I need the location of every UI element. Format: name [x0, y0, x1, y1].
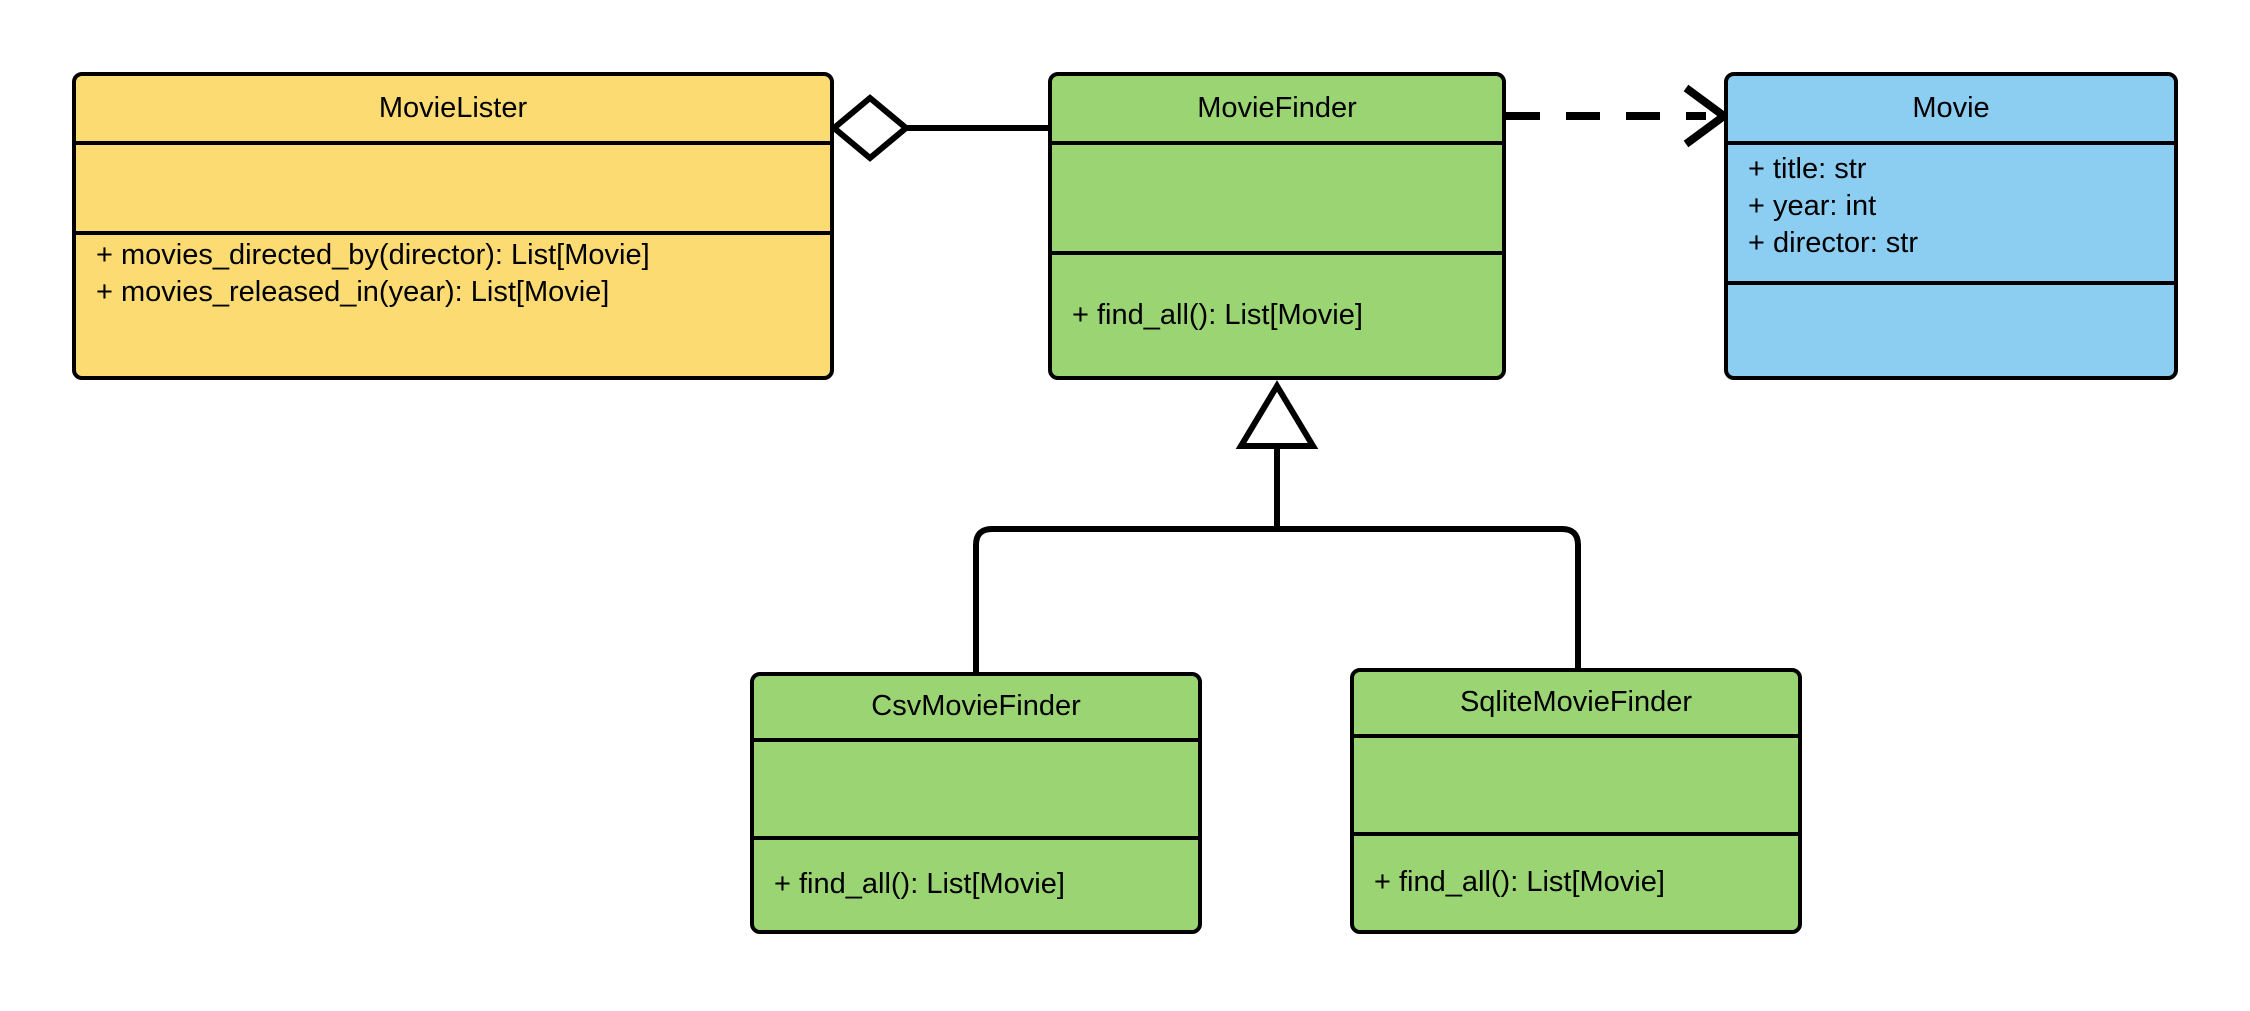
class-name-compartment: SqliteMovieFinder — [1354, 672, 1798, 734]
class-attributes-compartment — [76, 141, 830, 231]
class-title: SqliteMovieFinder — [1459, 686, 1693, 719]
open-arrow-icon — [1683, 84, 1731, 148]
class-box-sqlite-movie-finder[interactable]: SqliteMovieFinder + find_all(): List[Mov… — [1350, 668, 1802, 934]
class-methods-compartment: + find_all(): List[Movie] — [754, 836, 1198, 930]
attribute-item: + director: str — [1748, 227, 1919, 260]
class-title: CsvMovieFinder — [871, 690, 1081, 723]
class-attributes-compartment — [1052, 141, 1502, 251]
class-attributes-compartment — [1354, 734, 1798, 832]
aggregation-lister-finder — [829, 94, 1048, 162]
class-box-csv-movie-finder[interactable]: CsvMovieFinder + find_all(): List[Movie] — [750, 672, 1202, 934]
class-attributes-compartment: + title: str + year: int + director: str — [1728, 141, 2174, 281]
class-title: Movie — [1912, 91, 1990, 124]
generalization-tree — [973, 380, 1581, 672]
method-item: + find_all(): List[Movie] — [1374, 866, 1665, 899]
class-name-compartment: MovieLister — [76, 76, 830, 141]
method-item: + movies_released_in(year): List[Movie] — [96, 276, 610, 309]
hollow-triangle-icon — [1235, 380, 1319, 449]
class-name-compartment: CsvMovieFinder — [754, 676, 1198, 738]
class-methods-compartment — [1728, 281, 2174, 376]
class-box-movie-finder[interactable]: MovieFinder + find_all(): List[Movie] — [1048, 72, 1506, 380]
method-item: + movies_directed_by(director): List[Mov… — [96, 239, 650, 271]
class-methods-compartment: + movies_directed_by(director): List[Mov… — [76, 231, 830, 376]
hollow-diamond-icon — [829, 94, 911, 162]
class-methods-compartment: + find_all(): List[Movie] — [1052, 251, 1502, 376]
class-title: MovieLister — [378, 91, 528, 124]
class-attributes-compartment — [754, 738, 1198, 836]
method-item: + find_all(): List[Movie] — [1072, 298, 1363, 331]
method-item: + find_all(): List[Movie] — [774, 868, 1065, 901]
class-name-compartment: Movie — [1728, 76, 2174, 141]
class-name-compartment: MovieFinder — [1052, 76, 1502, 141]
generalization-branch-rail — [973, 526, 1581, 672]
attribute-item: + year: int — [1748, 190, 1877, 223]
dependency-finder-movie — [1506, 84, 1731, 148]
class-title: MovieFinder — [1197, 91, 1357, 124]
class-box-movie[interactable]: Movie + title: str + year: int + directo… — [1724, 72, 2178, 380]
class-methods-compartment: + find_all(): List[Movie] — [1354, 832, 1798, 930]
class-box-movie-lister[interactable]: MovieLister + movies_directed_by(directo… — [72, 72, 834, 380]
attribute-item: + title: str — [1748, 153, 1867, 185]
